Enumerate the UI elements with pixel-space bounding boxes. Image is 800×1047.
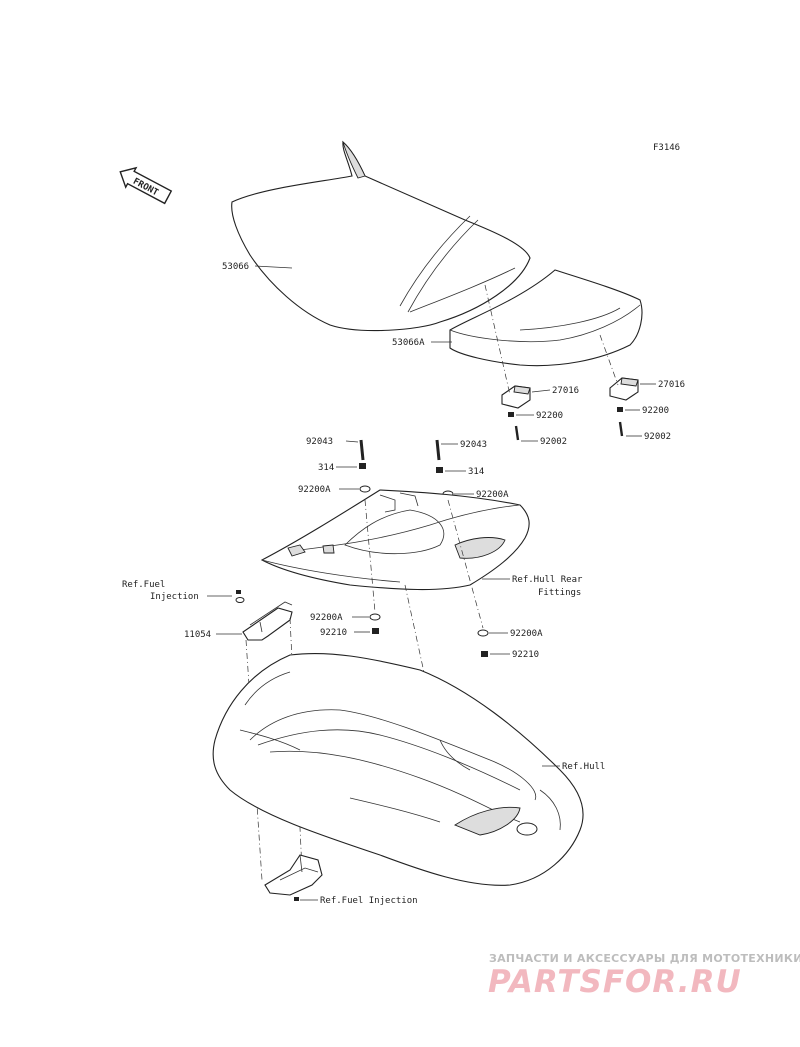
label-92043-center: 92043 bbox=[460, 440, 487, 450]
washer-92200A-right-bottom bbox=[477, 629, 489, 637]
leader-92043-left bbox=[345, 440, 359, 443]
label-ref-fuel-bottom: Ref.Fuel Injection bbox=[320, 896, 418, 906]
label-92200A-left-top: 92200A bbox=[298, 485, 331, 495]
seat-hook-far bbox=[609, 377, 639, 401]
washer-ref-fuel-top bbox=[235, 597, 245, 603]
nut-92210-left bbox=[372, 628, 379, 634]
hull-rear-fittings bbox=[260, 489, 530, 591]
bolt-ref-fuel-top bbox=[236, 590, 241, 594]
label-92002-right: 92002 bbox=[540, 437, 567, 447]
nut-92210-right bbox=[481, 651, 488, 657]
label-27016-right: 27016 bbox=[552, 386, 579, 396]
label-92210-right: 92210 bbox=[512, 650, 539, 660]
label-53066: 53066 bbox=[222, 262, 249, 272]
nut-92200-right bbox=[508, 412, 514, 417]
label-rear-fittings-line2: Fittings bbox=[538, 588, 581, 598]
assembly-line bbox=[364, 499, 376, 613]
bolt-92043-left bbox=[359, 439, 365, 461]
assembly-line bbox=[447, 499, 484, 629]
label-11054: 11054 bbox=[184, 630, 211, 640]
label-92200A-center-top: 92200A bbox=[476, 490, 509, 500]
seat-hook-right bbox=[501, 385, 531, 409]
bolt-ref-fuel-bottom bbox=[294, 897, 299, 901]
label-ref-hull: Ref.Hull bbox=[562, 762, 605, 772]
fuel-injection-bracket bbox=[264, 854, 323, 896]
washer-92200A-left-top bbox=[359, 485, 371, 493]
label-92043-left: 92043 bbox=[306, 437, 333, 447]
assembly-line bbox=[484, 284, 511, 396]
assembly-line bbox=[599, 334, 619, 386]
leader-27016-right bbox=[531, 389, 551, 393]
leader-53066 bbox=[254, 265, 293, 269]
cap-314-left bbox=[359, 463, 366, 469]
cap-314-center bbox=[436, 467, 443, 473]
bolt-92002-far bbox=[618, 421, 624, 437]
label-rear-fittings-line1: Ref.Hull Rear bbox=[512, 575, 583, 585]
nut-92200-far bbox=[617, 407, 623, 412]
label-92002-far: 92002 bbox=[644, 432, 671, 442]
label-314-center: 314 bbox=[468, 467, 484, 477]
label-27016-far: 27016 bbox=[658, 380, 685, 390]
bolt-92043-center bbox=[435, 439, 441, 461]
label-ref-fuel-top-line1: Ref.Fuel bbox=[122, 580, 165, 590]
label-92200-far: 92200 bbox=[642, 406, 669, 416]
washer-92200A-left-bottom bbox=[369, 613, 381, 621]
label-92210-left: 92210 bbox=[320, 628, 347, 638]
label-53066A: 53066A bbox=[392, 338, 425, 348]
label-92200A-left-bottom: 92200A bbox=[310, 613, 343, 623]
front-arrow-icon: FRONT bbox=[119, 166, 173, 205]
bracket-11054 bbox=[242, 601, 293, 641]
label-92200-right: 92200 bbox=[536, 411, 563, 421]
hull bbox=[212, 652, 584, 886]
watermark-logo: PARTSFOR.RU bbox=[488, 964, 742, 1000]
watermark-tagline: ЗАПЧАСТИ И АКСЕССУАРЫ ДЛЯ МОТОТЕХНИКИ bbox=[489, 952, 800, 965]
label-314-left: 314 bbox=[318, 463, 334, 473]
label-92200A-right-bottom: 92200A bbox=[510, 629, 543, 639]
rear-seat-53066A bbox=[449, 269, 643, 367]
bolt-92002-right bbox=[514, 425, 520, 441]
figure-code: F3146 bbox=[653, 143, 680, 153]
seat-53066 bbox=[231, 140, 531, 332]
label-ref-fuel-top-line2: Injection bbox=[150, 592, 199, 602]
